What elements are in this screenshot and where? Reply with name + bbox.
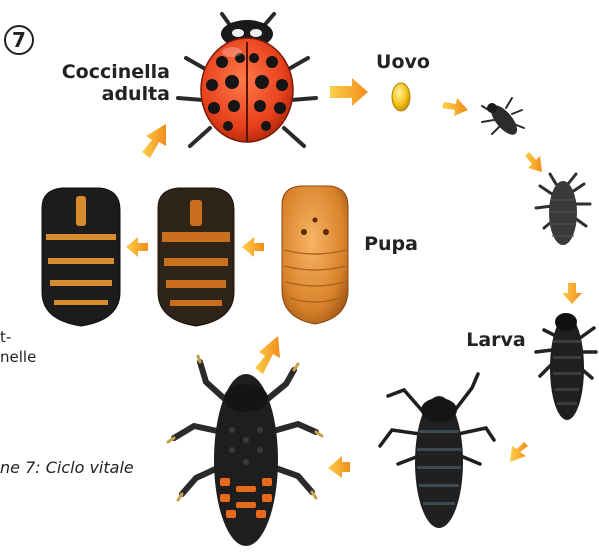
larva-second-instar	[536, 174, 590, 245]
label-adult-line2: adulta	[102, 83, 170, 105]
arrow-egg-to-larva1	[442, 98, 468, 116]
larva-first-instar	[482, 98, 524, 139]
label-egg: Uovo	[376, 51, 430, 73]
arrow-larva4-to-larva5	[328, 456, 350, 478]
label-adult-line1: Coccinella	[62, 61, 170, 83]
side-text-line2: nelle	[0, 348, 36, 366]
pupa-early	[282, 186, 348, 324]
side-text-line1: t-	[0, 328, 11, 346]
figure-caption: ne 7: Ciclo vitale	[0, 458, 134, 477]
adult-ladybug	[178, 14, 316, 146]
arrow-pupa3-to-adult	[142, 124, 166, 158]
larva-late-instar	[536, 313, 596, 420]
figure-number-badge: 7	[5, 26, 33, 54]
arrow-larva2-to-larva3	[562, 283, 582, 304]
arrow-pupa2-to-pupa3	[126, 237, 148, 257]
arrow-adult-to-egg	[330, 78, 368, 106]
larva-mature	[168, 356, 322, 546]
arrow-larva5-to-pupa	[255, 336, 280, 374]
pupa-middle	[158, 188, 234, 326]
arrow-larva1-to-larva2	[525, 152, 542, 172]
label-larva: Larva	[466, 329, 526, 351]
arrow-pupa-to-pupa2	[242, 237, 264, 257]
figure-number: 7	[12, 28, 26, 52]
larva-bottom-right	[380, 374, 494, 528]
arrow-larva3-to-larva4	[510, 442, 528, 462]
egg	[392, 83, 410, 111]
label-pupa: Pupa	[364, 233, 418, 255]
pupa-late	[42, 188, 120, 326]
